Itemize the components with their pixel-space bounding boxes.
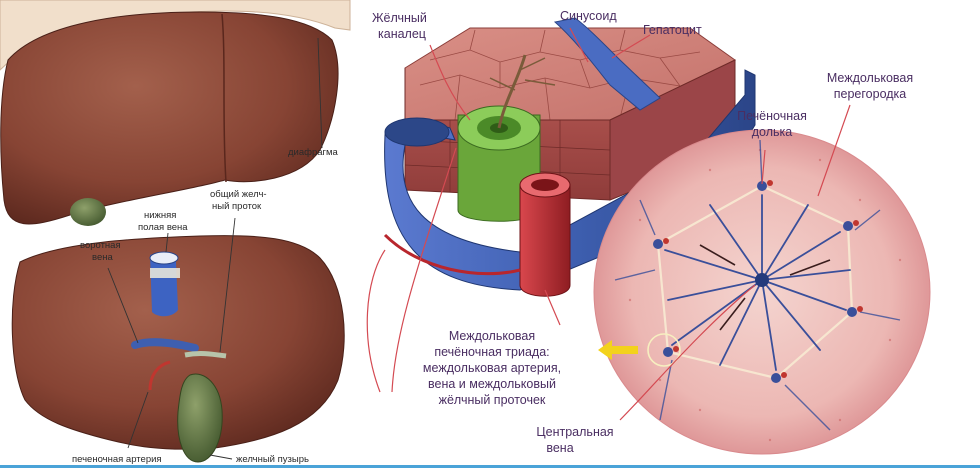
leader-gallbladder <box>210 455 232 459</box>
liver-anterior-view <box>1 12 338 224</box>
label-bile-canaliculus-line-2: каналец <box>378 27 426 41</box>
common-bile-duct-vessel <box>185 353 226 356</box>
gallbladder-fundus <box>70 198 106 226</box>
label-bile-canaliculus-line-1: Жёлчный <box>372 11 427 25</box>
label-diaphragm: диафрагма <box>288 147 339 158</box>
label-inferior-vena-cava-line-1: нижняя <box>144 210 176 221</box>
leader-portal-triad-vein <box>367 250 385 392</box>
label-portal-triad-line-3: междольковая артерия, <box>423 361 561 375</box>
label-common-bile-duct-line-1: общий желч- <box>210 189 267 200</box>
label-interlobular-septum-line-1: Междольковая <box>827 71 913 85</box>
label-central-vein-line-1: Центральная <box>536 425 613 439</box>
label-gallbladder: желчный пузырь <box>236 454 309 465</box>
label-hepatic-lobule-line-2: долька <box>752 125 793 139</box>
label-portal-vein-line-1: воротная <box>80 240 121 251</box>
label-hepatocyte: Гепатоцит <box>643 23 702 37</box>
gallbladder <box>178 374 223 462</box>
label-portal-triad-line-2: печёночная триада: <box>434 345 549 359</box>
label-central-vein-line-2: вена <box>546 441 573 455</box>
central-vein <box>755 273 769 287</box>
label-hepatic-lobule-line-1: Печёночная <box>737 109 807 123</box>
label-common-bile-duct-line-2: ный проток <box>212 201 262 212</box>
label-portal-vein-line-2: вена <box>92 252 113 263</box>
label-portal-triad-line-5: жёлчный проточек <box>439 393 546 407</box>
label-hepatic-artery: печеночная артерия <box>72 454 162 465</box>
label-interlobular-septum-line-2: перегородка <box>834 87 907 101</box>
label-sinusoid: Синусоид <box>560 9 617 23</box>
label-portal-triad-line-4: вена и междольковый <box>428 377 556 391</box>
label-inferior-vena-cava-line-2: полая вена <box>138 222 188 233</box>
label-portal-triad-line-1: Междольковая <box>449 329 535 343</box>
inferior-vena-cava <box>150 252 180 316</box>
